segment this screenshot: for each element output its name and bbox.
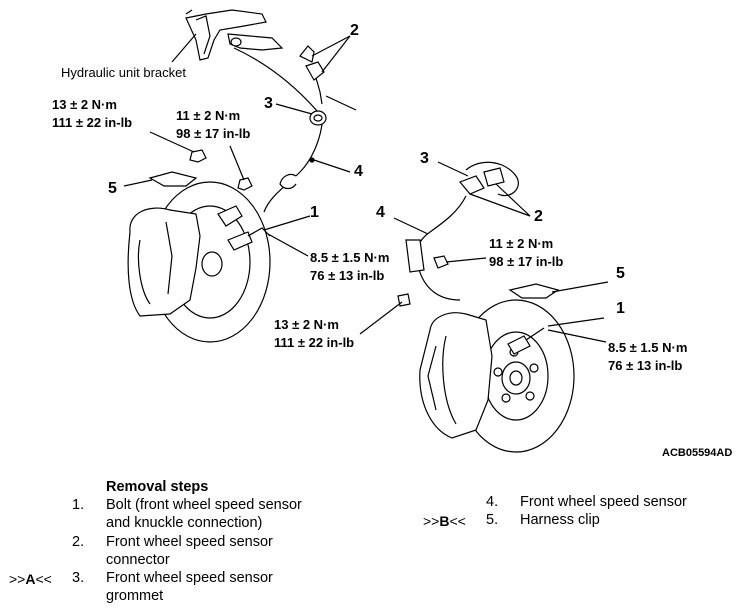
step-4-text: Front wheel speed sensor — [520, 494, 687, 510]
step-3-text: Front wheel speed sensor — [106, 570, 273, 586]
step-3-number: 3. — [72, 570, 85, 586]
step-3-text-cont: grommet — [106, 588, 164, 604]
step-1-text: Bolt (front wheel speed sensor — [106, 497, 302, 513]
torque-left-bolt-nm: 8.5 ± 1.5 N·m — [310, 250, 390, 265]
callout-4-left: 4 — [354, 163, 363, 180]
torque-left-mid-inlb: 98 ± 17 in-lb — [176, 126, 251, 141]
figure-code: ACB05594AD — [662, 447, 733, 459]
torque-left-top-nm: 13 ± 2 N·m — [52, 97, 117, 112]
torque-right-mid-inlb: 98 ± 17 in-lb — [489, 254, 564, 269]
callout-5-right: 5 — [616, 265, 625, 282]
step-2-text-cont: connector — [106, 552, 170, 568]
step-1-number: 1. — [72, 497, 85, 513]
callout-4-right: 4 — [376, 204, 385, 221]
hydraulic-bracket-label: Hydraulic unit bracket — [61, 65, 186, 80]
hydraulic-bracket-drawing — [185, 9, 284, 61]
torque-right-bolt-inlb: 76 ± 13 in-lb — [608, 358, 683, 373]
torque-left-top-inlb: 111 ± 22 in-lb — [52, 115, 133, 130]
torque-left-mid-nm: 11 ± 2 N·m — [176, 108, 241, 123]
callout-1-left: 1 — [310, 204, 319, 221]
callout-3-left: 3 — [264, 95, 273, 112]
removal-steps-title: Removal steps — [106, 479, 209, 495]
torque-left-bolt-inlb: 76 ± 13 in-lb — [310, 268, 385, 283]
step-5-number: 5. — [486, 512, 499, 528]
callout-2-left: 2 — [350, 22, 359, 39]
callout-2-right: 2 — [534, 208, 543, 225]
step-2-number: 2. — [72, 534, 85, 550]
step-1-text-cont: and knuckle connection) — [106, 515, 263, 531]
step-3-reference: >>A<< — [9, 571, 52, 587]
step-2-text: Front wheel speed sensor — [106, 534, 273, 550]
callout-5-left: 5 — [108, 180, 117, 197]
brake-assembly-diagram — [123, 9, 609, 453]
torque-right-mid-nm: 11 ± 2 N·m — [489, 236, 554, 251]
callout-3-right: 3 — [420, 150, 429, 167]
torque-right-low-inlb: 111 ± 22 in-lb — [274, 335, 355, 350]
step-4-number: 4. — [486, 494, 499, 510]
step-5-text: Harness clip — [520, 512, 600, 528]
callout-1-right: 1 — [616, 300, 625, 317]
torque-right-low-nm: 13 ± 2 N·m — [274, 317, 339, 332]
torque-right-bolt-nm: 8.5 ± 1.5 N·m — [608, 340, 688, 355]
step-5-reference: >>B<< — [423, 513, 466, 529]
